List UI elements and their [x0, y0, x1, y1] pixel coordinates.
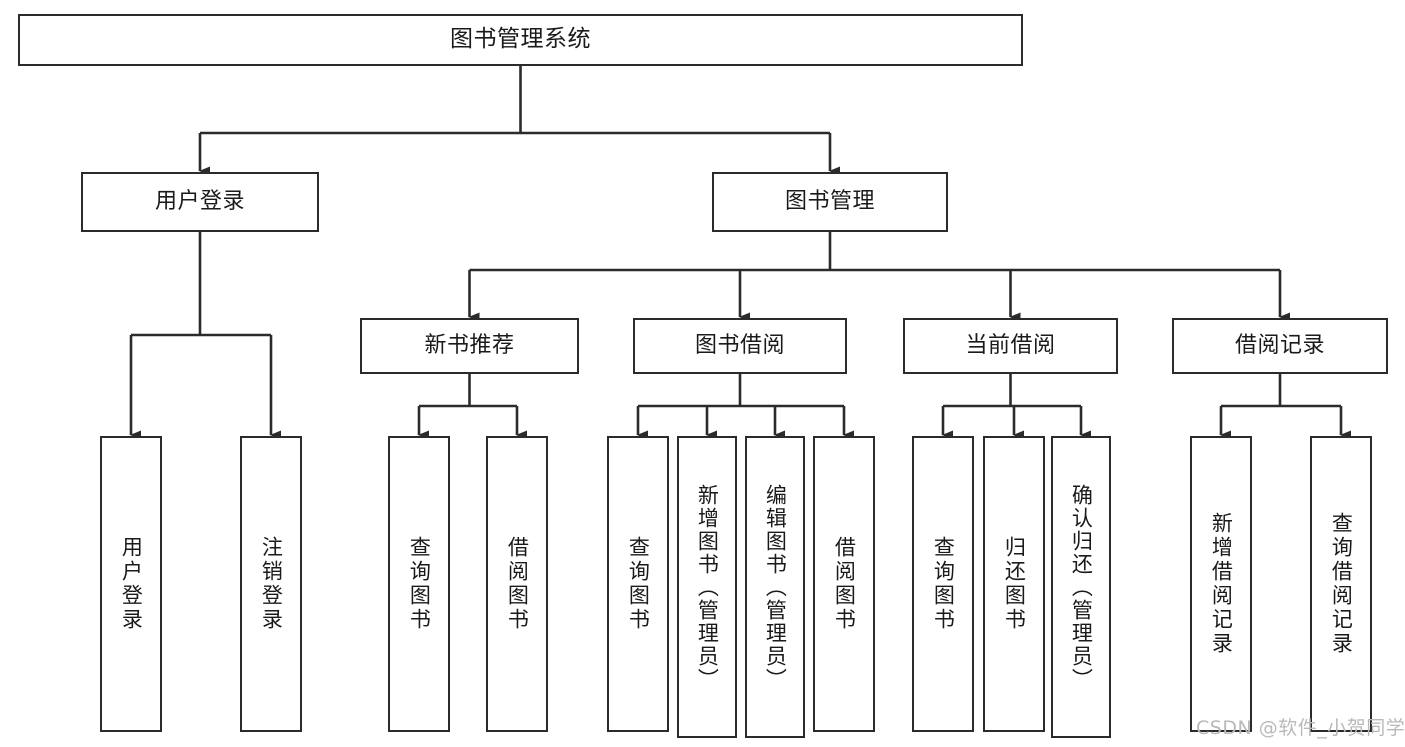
node-leaf-borrow-book-1[interactable]: 借阅图书 — [486, 436, 548, 732]
node-book-manage[interactable]: 图书管理 — [712, 172, 948, 232]
node-leaf-add-record[interactable]: 新增借阅记录 — [1190, 436, 1252, 732]
node-leaf-query-record[interactable]: 查询借阅记录 — [1310, 436, 1372, 732]
node-label: 借阅图书 — [505, 536, 530, 632]
node-label: 新书推荐 — [424, 332, 515, 358]
node-leaf-edit-book[interactable]: 编辑图书（管理员） — [745, 436, 805, 738]
node-leaf-borrow-book-2[interactable]: 借阅图书 — [813, 436, 875, 732]
node-label: 查询图书 — [931, 536, 956, 632]
node-label: 用户登录 — [154, 188, 245, 214]
node-label: 查询图书 — [407, 536, 432, 632]
node-leaf-add-book[interactable]: 新增图书（管理员） — [677, 436, 737, 738]
node-label: 用户登录 — [119, 536, 144, 632]
node-label: 确认归还（管理员） — [1069, 483, 1094, 691]
node-leaf-query-book-2[interactable]: 查询图书 — [607, 436, 669, 732]
node-label: 注销登录 — [259, 536, 284, 632]
node-label: 借阅记录 — [1234, 332, 1325, 358]
node-label: 当前借阅 — [965, 332, 1056, 358]
node-leaf-return-book[interactable]: 归还图书 — [983, 436, 1045, 732]
node-label: 图书管理 — [784, 188, 875, 214]
node-label: 借阅图书 — [832, 536, 857, 632]
watermark-label: CSDN @软件_小贺同学 — [1196, 717, 1405, 739]
node-leaf-user-logout[interactable]: 注销登录 — [240, 436, 302, 732]
node-leaf-user-login[interactable]: 用户登录 — [100, 436, 162, 732]
node-label: 新增图书（管理员） — [695, 483, 720, 691]
node-label: 新增借阅记录 — [1209, 512, 1234, 656]
node-leaf-confirm-return[interactable]: 确认归还（管理员） — [1051, 436, 1111, 738]
node-new-book-rec[interactable]: 新书推荐 — [360, 318, 579, 374]
node-label: 编辑图书（管理员） — [763, 483, 788, 691]
node-user-login[interactable]: 用户登录 — [81, 172, 319, 232]
node-root[interactable]: 图书管理系统 — [18, 14, 1023, 66]
node-label: 图书管理系统 — [450, 26, 591, 53]
node-book-borrow[interactable]: 图书借阅 — [633, 318, 847, 374]
node-label: 查询图书 — [626, 536, 651, 632]
node-label: 归还图书 — [1002, 536, 1027, 632]
node-leaf-query-book-3[interactable]: 查询图书 — [912, 436, 974, 732]
node-leaf-query-book-1[interactable]: 查询图书 — [388, 436, 450, 732]
node-label: 查询借阅记录 — [1329, 512, 1354, 656]
node-borrow-record[interactable]: 借阅记录 — [1172, 318, 1388, 374]
node-current-borrow[interactable]: 当前借阅 — [903, 318, 1118, 374]
node-label: 图书借阅 — [694, 332, 785, 358]
